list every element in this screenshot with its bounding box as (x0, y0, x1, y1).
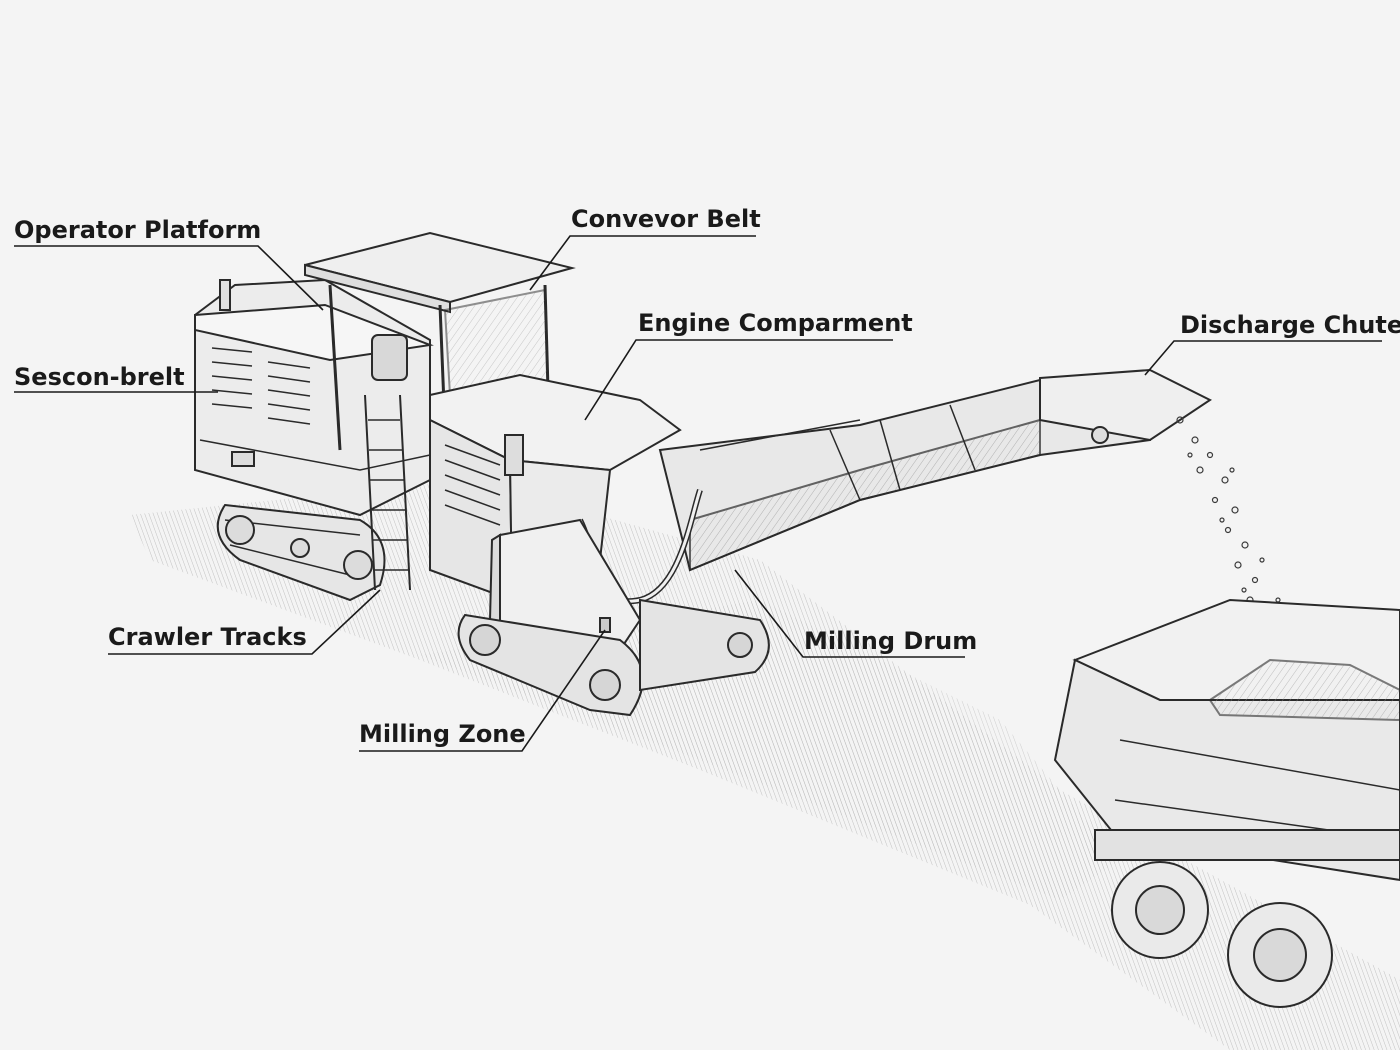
label-operator-platform: Operator Platform (14, 216, 262, 244)
leader-lines (14, 235, 1382, 752)
label-convevor-belt: Convevor Belt (571, 205, 761, 233)
label-sescon-belt: Sescon-brelt (14, 363, 185, 391)
leader-convevor-belt (529, 235, 756, 291)
dump-truck (1053, 598, 1400, 1008)
label-crawler-tracks: Crawler Tracks (108, 623, 307, 651)
conveyor-boom (658, 368, 1212, 572)
label-discharge-chute: Discharge Chute C (1180, 311, 1400, 339)
label-milling-zone: Milling Zone (359, 720, 526, 748)
leader-milling-drum (734, 569, 965, 658)
label-engine-compartment: Engine Comparment (638, 309, 913, 337)
leader-discharge-chute (1144, 340, 1382, 376)
rear-crawler-track (216, 503, 386, 602)
operator-cab (304, 231, 576, 591)
leader-crawler-tracks (108, 589, 381, 655)
label-milling-drum: Milling Drum (804, 627, 978, 655)
leader-milling-zone (359, 629, 606, 752)
leader-engine-compartment (584, 339, 893, 421)
leader-operator-platform (14, 245, 324, 311)
front-crawler-track (457, 598, 770, 717)
